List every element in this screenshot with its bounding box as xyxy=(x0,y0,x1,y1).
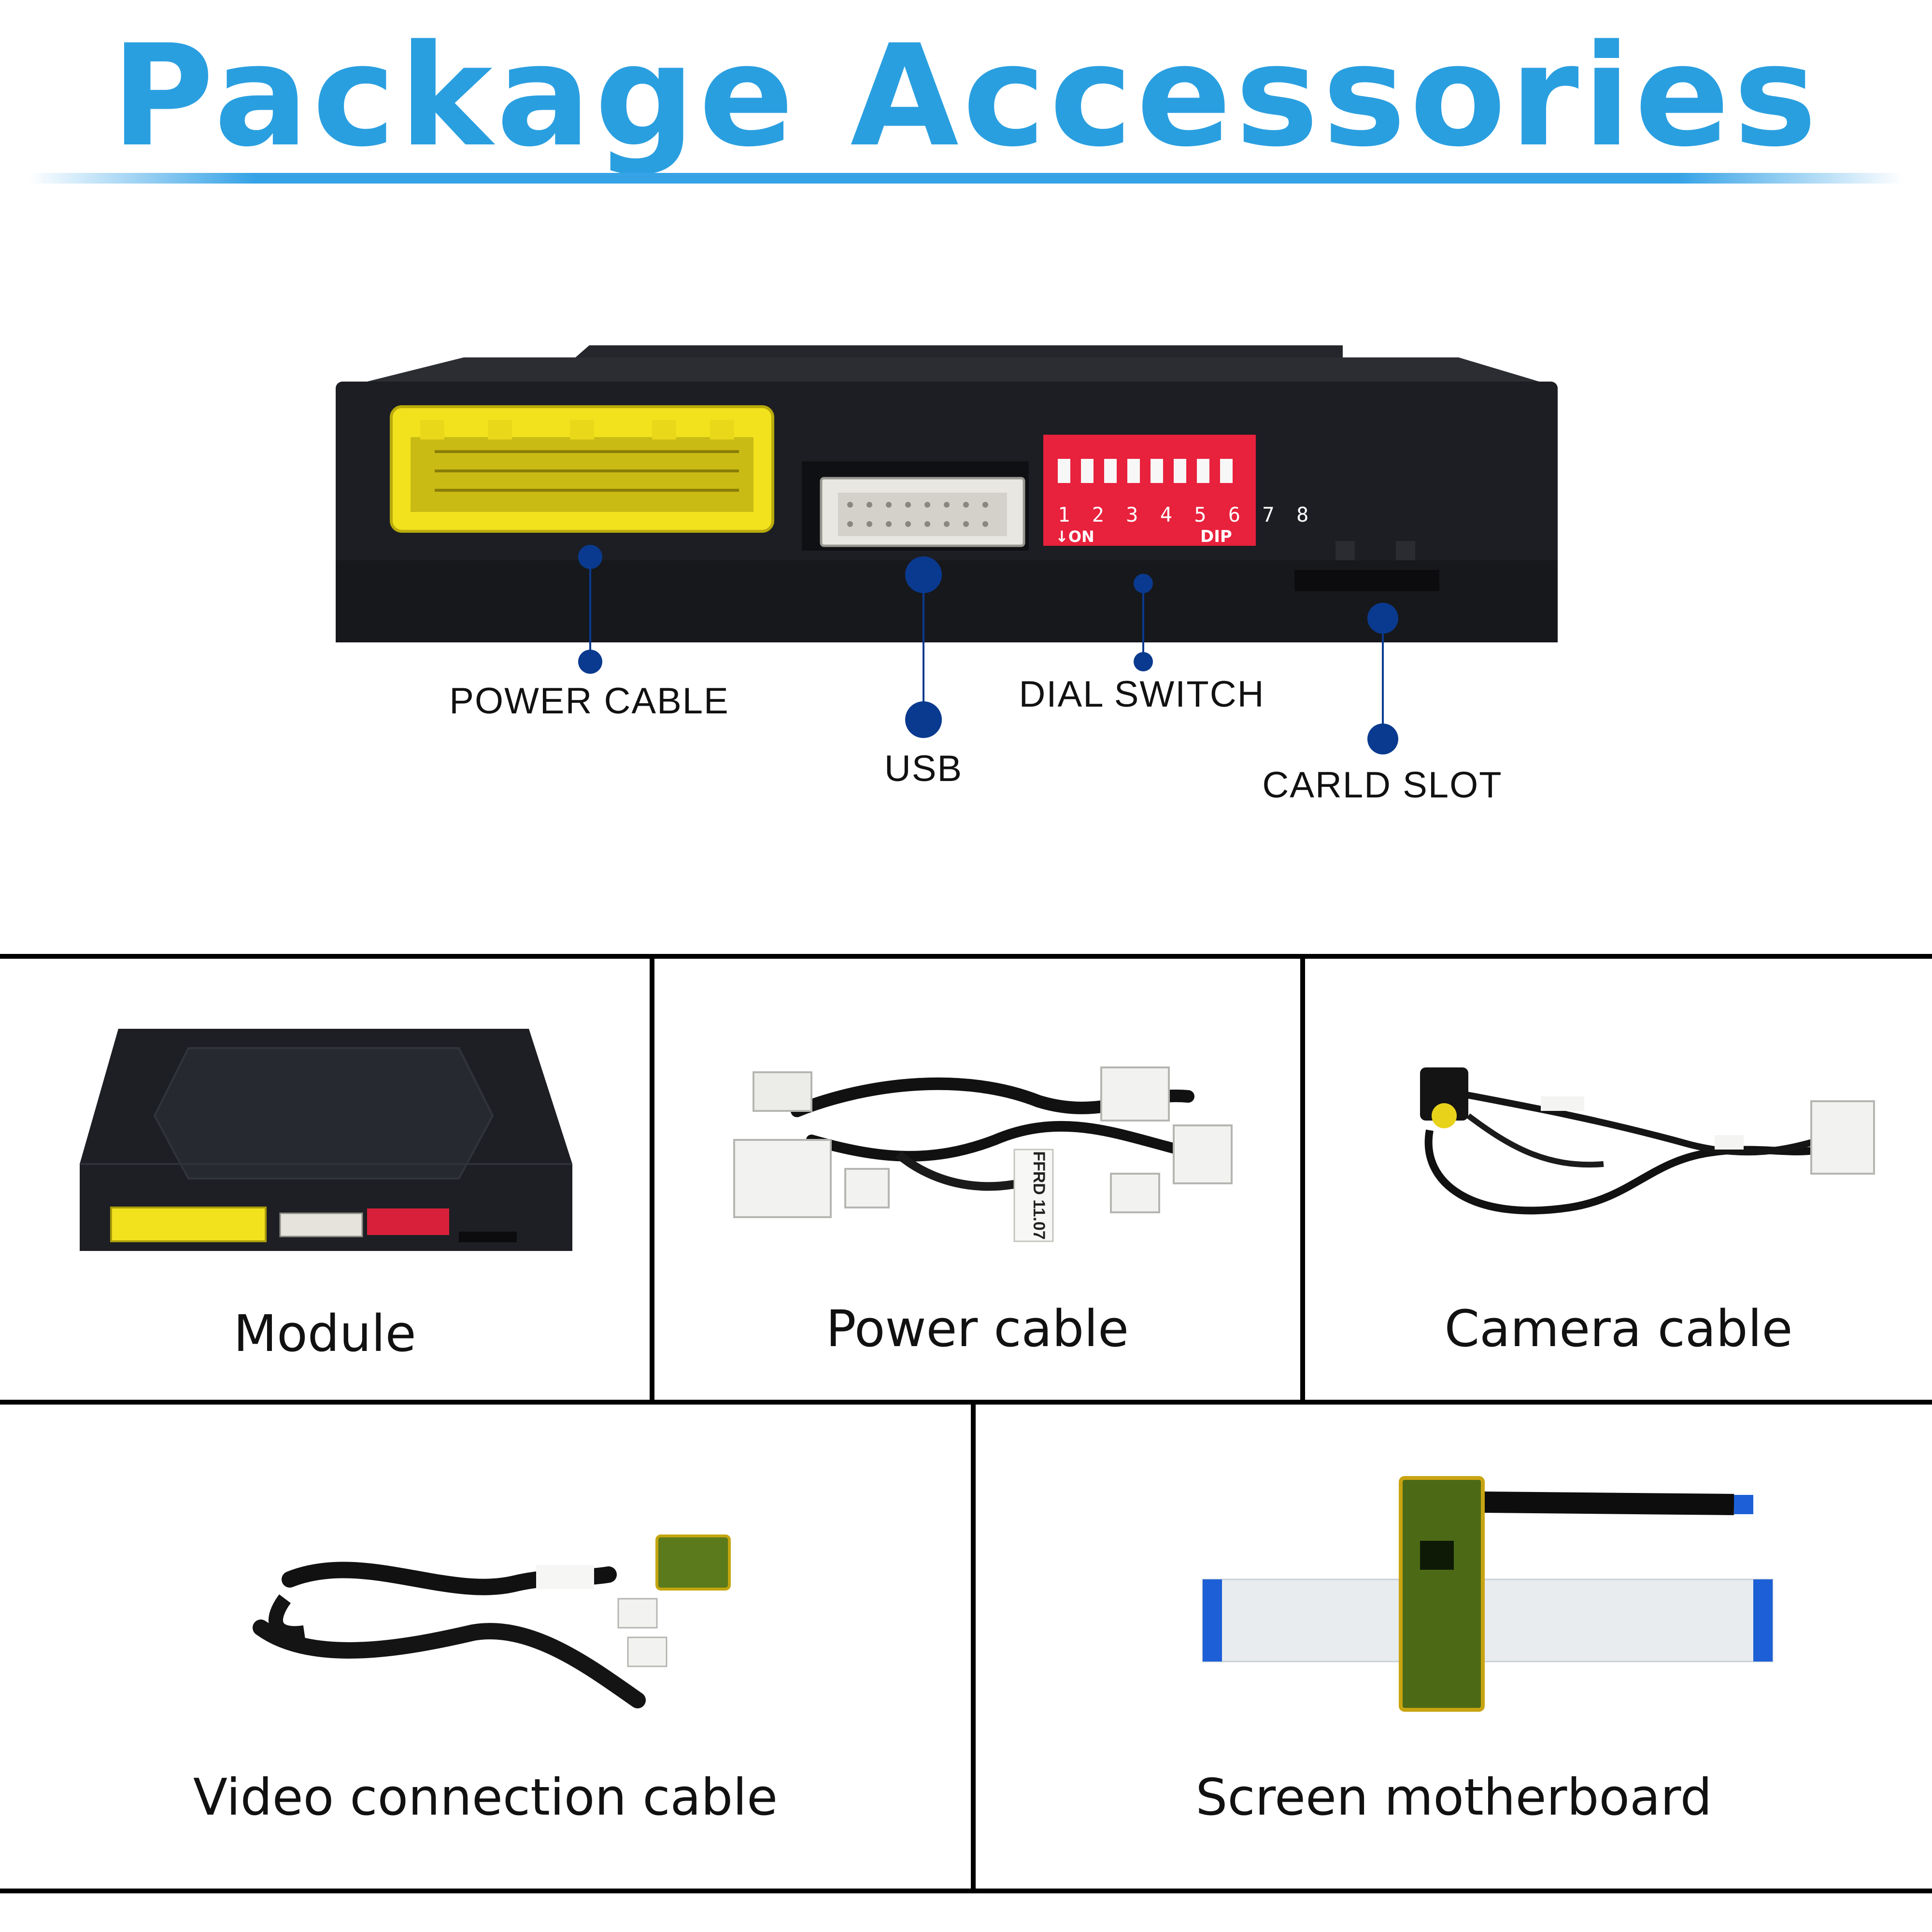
item-label-module: Module xyxy=(233,1304,416,1363)
item-label-screen-motherboard: Screen motherboard xyxy=(1195,1768,1712,1827)
video-cable-image xyxy=(253,1534,731,1708)
callout-dot-slot-top xyxy=(1367,603,1398,634)
power-cable-image: FFRD 11.07 xyxy=(733,1066,1233,1242)
callout-dot-usb xyxy=(905,701,942,738)
dip-on-label: ↓ON xyxy=(1055,527,1094,546)
title-underline xyxy=(29,173,1903,184)
item-label-power-cable: Power cable xyxy=(825,1299,1129,1358)
callout-dot-usb-top xyxy=(905,556,942,593)
grid-divider-2 xyxy=(1300,954,1305,1403)
callout-dot-slot xyxy=(1367,724,1398,754)
callout-dot-power-top xyxy=(578,545,602,569)
power-cable-tag: FFRD 11.07 xyxy=(1030,1151,1048,1239)
dip-numbers: 1 2 3 4 5 6 7 8 xyxy=(1058,503,1313,526)
card-slot xyxy=(1294,541,1439,591)
grid-middle-border xyxy=(0,1400,1932,1405)
callout-card-slot: CARLD SLOT xyxy=(1262,765,1503,806)
item-label-camera-cable: Camera cable xyxy=(1444,1299,1793,1358)
callout-dot-power xyxy=(578,650,602,674)
callout-dot-dial-top xyxy=(1134,574,1153,593)
page-title: Package Accessories xyxy=(111,15,1821,178)
camera-cable-image xyxy=(1420,1067,1875,1215)
power-connector-yellow xyxy=(390,405,774,533)
module-front-view: 1 2 3 4 5 6 7 8 ↓ON DIP xyxy=(336,345,1558,754)
callout-dial-switch: DIAL SWITCH xyxy=(1019,674,1265,715)
grid-bottom-border xyxy=(0,1889,1932,1893)
item-label-video-connection-cable: Video connection cable xyxy=(193,1768,778,1827)
grid-top-border xyxy=(0,954,1932,959)
dip-dip-label: DIP xyxy=(1200,527,1232,546)
callout-power-cable: POWER CABLE xyxy=(449,681,729,722)
grid-divider-3 xyxy=(971,1400,976,1892)
callout-usb: USB xyxy=(884,748,963,789)
grid-divider-1 xyxy=(650,954,654,1403)
dip-switch-block xyxy=(1043,435,1256,546)
usb-connector xyxy=(802,461,1029,551)
screen-motherboard-image xyxy=(1202,1476,1774,1712)
callout-dot-dial xyxy=(1134,652,1153,671)
module-image xyxy=(80,1029,572,1251)
